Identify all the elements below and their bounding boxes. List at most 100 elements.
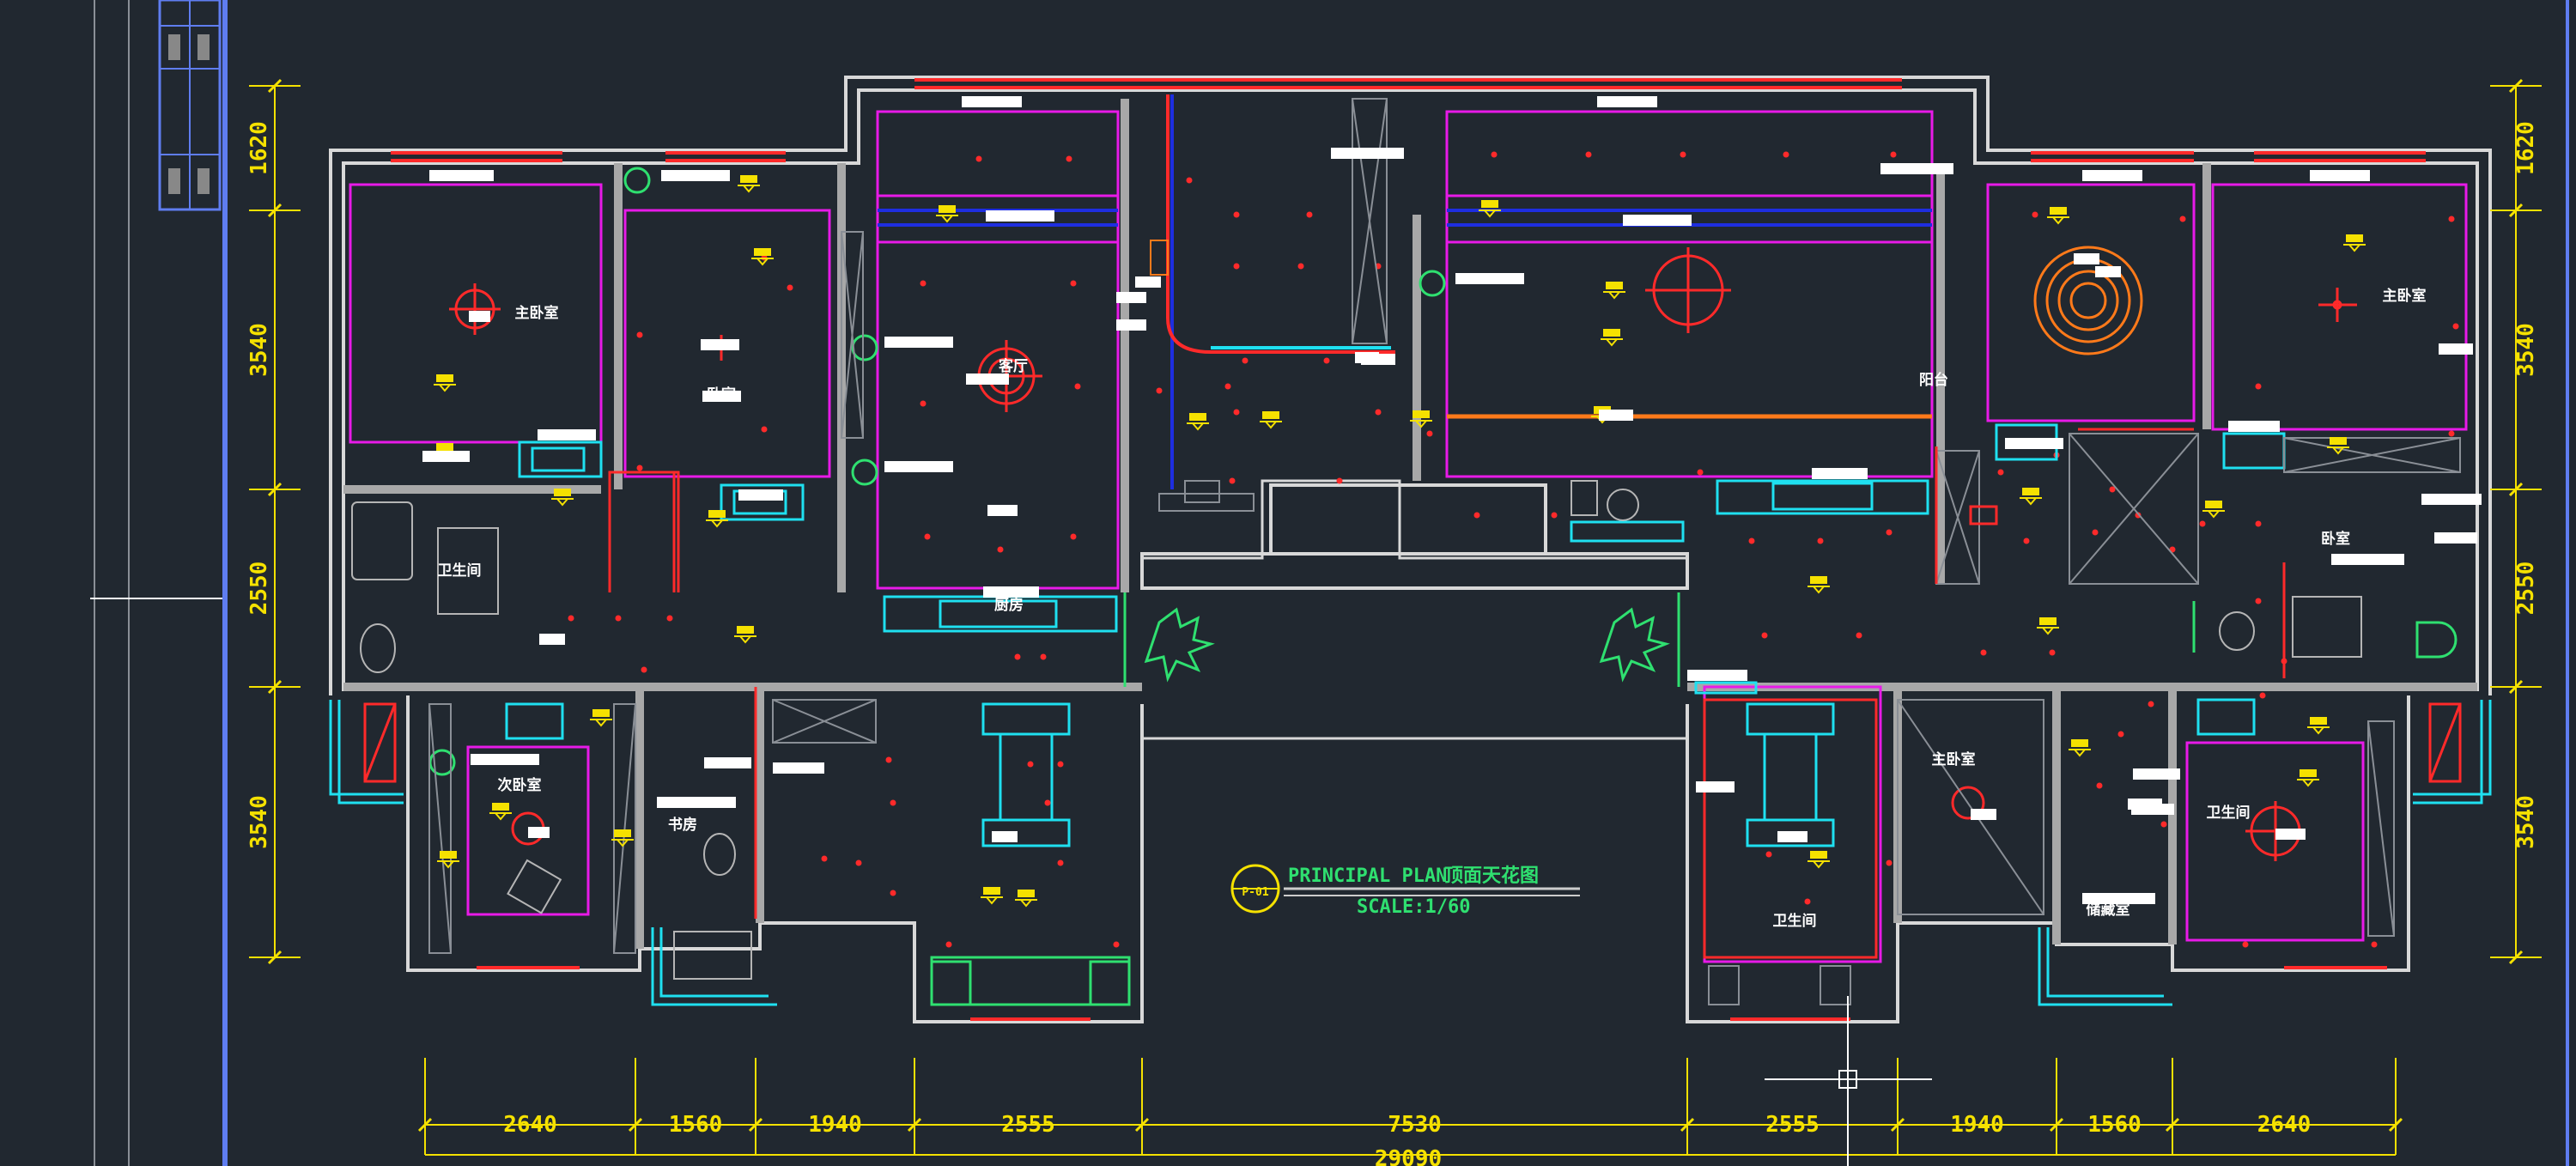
room-label: 卫生间 <box>2207 804 2251 822</box>
ceiling-height-marker <box>751 248 774 266</box>
annotation-tag <box>2228 421 2280 432</box>
annotation-tag <box>1777 831 1807 842</box>
light-point <box>920 400 927 407</box>
ceiling-height-marker <box>2327 437 2349 455</box>
annotation-tag <box>1599 410 1633 421</box>
light-point <box>924 533 931 540</box>
annotation-tags <box>422 96 2482 904</box>
light-point <box>1242 357 1249 364</box>
light-point <box>885 756 892 763</box>
ceiling-height-markers <box>434 175 2366 908</box>
annotation-tag <box>429 170 494 181</box>
annotation-tag <box>1355 352 1379 363</box>
light-point <box>1585 151 1592 158</box>
light-point <box>920 280 927 287</box>
room-label: 卫生间 <box>1773 912 1817 930</box>
annotation-tag <box>1696 781 1735 793</box>
room-label: 阳台 <box>1919 371 1948 389</box>
ceiling-height-marker <box>1601 329 1623 347</box>
bottom-dimension-label: 1940 <box>808 1112 862 1138</box>
ceiling-height-marker <box>981 887 1003 905</box>
light-point <box>1473 512 1480 519</box>
side-dimension-label: 3540 <box>2513 323 2539 377</box>
annotation-tag <box>1331 148 1404 159</box>
light-point <box>1697 469 1704 476</box>
plan-scale: SCALE:1/60 <box>1357 896 1470 918</box>
annotation-tag <box>992 831 1018 842</box>
light-point <box>1336 477 1343 484</box>
annotation-tag <box>471 754 539 765</box>
room-label: 主卧室 <box>2383 287 2427 305</box>
light-point <box>615 615 622 622</box>
light-point <box>2242 941 2249 948</box>
light-point <box>1426 430 1433 437</box>
light-point <box>2109 486 2116 493</box>
ceiling-height-marker <box>1410 410 1432 428</box>
annotation-tag <box>2005 438 2063 449</box>
annotation-tag <box>2128 799 2162 810</box>
dimension-tick <box>2508 679 2524 695</box>
light-point <box>997 546 1004 553</box>
light-point <box>2255 520 2262 527</box>
light-point <box>890 890 896 896</box>
annotation-tag <box>2331 554 2404 565</box>
dimension-tick <box>2165 1117 2180 1133</box>
ceiling-height-marker <box>2343 234 2366 252</box>
room-label: 客厅 <box>998 357 1028 375</box>
light-point <box>666 615 673 622</box>
bottom-dimension-label: 1560 <box>669 1112 723 1138</box>
annotation-tag <box>884 337 953 348</box>
light-point <box>1783 151 1789 158</box>
annotation-tag <box>773 762 824 774</box>
annotation-tag <box>987 505 1018 516</box>
annotation-tag <box>469 311 490 322</box>
light-point <box>975 155 982 162</box>
light-point <box>1027 761 1034 768</box>
light-point <box>1070 280 1077 287</box>
light-point <box>1748 537 1755 544</box>
light-point <box>2448 216 2455 222</box>
cabinets <box>428 98 2461 1005</box>
annotation-tag <box>538 429 596 440</box>
annotation-tag <box>966 373 1009 385</box>
annotation-tag <box>1623 215 1692 226</box>
internal-walls <box>343 99 2477 949</box>
central-courtyard <box>1142 479 1687 740</box>
light-point <box>2371 941 2378 948</box>
room-label: 卧室 <box>707 386 736 404</box>
annotation-tag <box>2074 253 2099 264</box>
room-label: 书房 <box>668 816 697 834</box>
sanitary-fixtures <box>351 240 2362 980</box>
light-point <box>636 331 643 338</box>
light-point <box>1804 898 1811 905</box>
dimension-tick <box>267 203 283 218</box>
ceiling-height-marker <box>551 489 574 507</box>
curtain-track <box>1166 94 1395 354</box>
dimension-tick <box>417 1117 433 1133</box>
light-point <box>1074 383 1081 390</box>
ceiling-height-marker <box>1479 200 1501 218</box>
dimension-tick <box>1890 1117 1905 1133</box>
bottom-dimension-label: 2555 <box>1765 1112 1820 1138</box>
light-point <box>1680 151 1686 158</box>
ceiling-height-marker <box>1603 282 1625 300</box>
side-dimension-label: 3540 <box>246 323 272 377</box>
annotation-tag <box>983 586 1039 598</box>
annotation-tag <box>1880 163 1953 174</box>
cad-crosshair-cursor[interactable] <box>1765 996 1932 1166</box>
ceiling-height-marker <box>2020 488 2042 506</box>
annotation-tag <box>539 634 565 645</box>
dimension-tick <box>1680 1117 1695 1133</box>
plant-icons <box>1144 607 1670 683</box>
ceiling-beams <box>878 94 1932 489</box>
ceiling-height-marker <box>1807 851 1830 869</box>
ceiling-height-marker <box>1260 411 1282 429</box>
light-point <box>2049 649 2056 656</box>
light-point <box>1551 512 1558 519</box>
plan-title: PRINCIPAL PLAN <box>1288 865 1447 887</box>
viewport-thumbnail[interactable] <box>158 0 222 211</box>
